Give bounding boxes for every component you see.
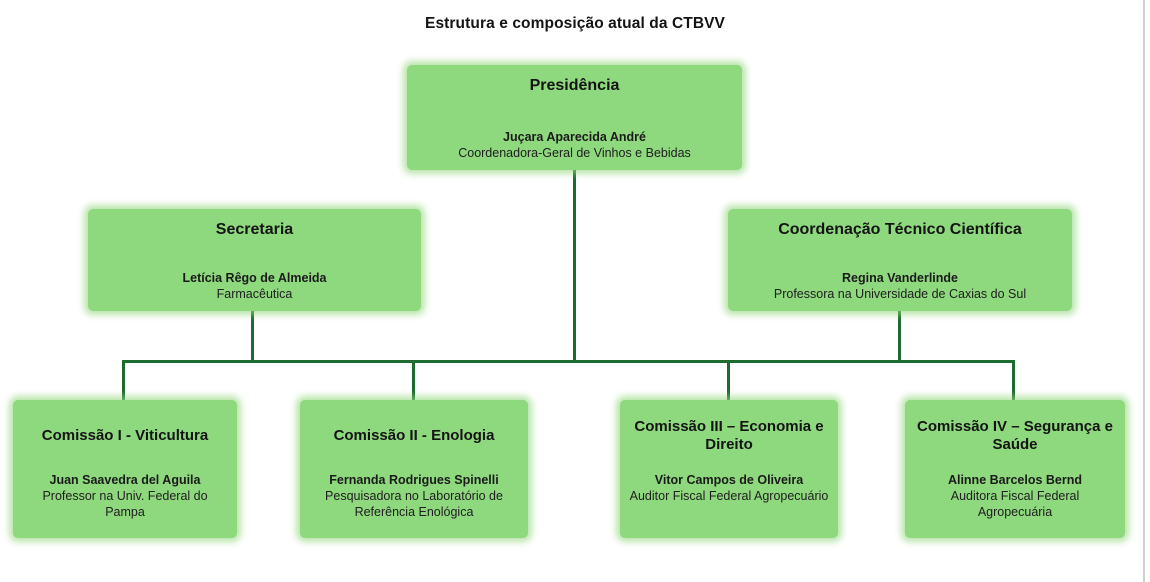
node-coordenacao-tecnico-cientifica: Coordenação Técnico Científica Regina Va… [728, 209, 1072, 311]
node-body: Juçara Aparecida André Coordenadora-Gera… [419, 129, 730, 161]
node-title: Comissão I - Viticultura [41, 427, 209, 444]
connector-drop-comissao-1 [122, 360, 125, 402]
node-presidencia: Presidência Juçara Aparecida André Coord… [407, 65, 742, 170]
node-person: Vitor Campos de Oliveira [654, 473, 804, 487]
node-role: Auditor Fiscal Federal Agropecuário [629, 489, 829, 503]
node-body: Vitor Campos de Oliveira Auditor Fiscal … [628, 472, 830, 504]
node-comissao-3-economia-direito: Comissão III – Economia e Direito Vitor … [620, 400, 838, 538]
connector-secretaria-riser [251, 311, 254, 362]
node-body: Fernanda Rodrigues Spinelli Pesquisadora… [308, 472, 520, 520]
node-body: Regina Vanderlinde Professora na Univers… [740, 270, 1060, 302]
connector-presidencia-riser [573, 170, 576, 363]
node-person: Alinne Barcelos Bernd [947, 473, 1083, 487]
node-title: Coordenação Técnico Científica [778, 221, 1022, 238]
connector-drop-comissao-4 [1012, 360, 1015, 402]
node-person: Juan Saavedra del Aguila [49, 473, 201, 487]
node-comissao-4-seguranca-saude: Comissão IV – Segurança e Saúde Alinne B… [905, 400, 1125, 538]
connector-drop-comissao-2 [412, 360, 415, 402]
page-title: Estrutura e composição atual da CTBVV [425, 15, 725, 32]
node-title: Presidência [529, 77, 620, 94]
node-role: Farmacêutica [216, 287, 293, 301]
node-body: Letícia Rêgo de Almeida Farmacêutica [100, 270, 409, 302]
node-person: Regina Vanderlinde [841, 271, 958, 285]
node-comissao-2-enologia: Comissão II - Enologia Fernanda Rodrigue… [300, 400, 528, 538]
node-role: Coordenadora-Geral de Vinhos e Bebidas [458, 146, 691, 160]
node-person: Fernanda Rodrigues Spinelli [329, 473, 499, 487]
connector-drop-comissao-3 [727, 360, 730, 402]
connector-coordenacao-riser [898, 311, 901, 362]
node-title: Comissão III – Economia e Direito [634, 418, 824, 453]
node-body: Alinne Barcelos Bernd Auditora Fiscal Fe… [913, 472, 1117, 520]
node-title: Secretaria [215, 221, 294, 238]
node-body: Juan Saavedra del Aguila Professor na Un… [21, 472, 229, 520]
node-role: Auditora Fiscal Federal Agropecuária [950, 489, 1080, 519]
node-role: Professora na Universidade de Caxias do … [773, 287, 1027, 301]
node-role: Professor na Univ. Federal do Pampa [42, 489, 208, 519]
node-role: Pesquisadora no Laboratório de Referênci… [325, 489, 503, 519]
node-secretaria: Secretaria Letícia Rêgo de Almeida Farma… [88, 209, 421, 311]
connector-horizontal-bar [122, 360, 1015, 363]
node-title: Comissão IV – Segurança e Saúde [917, 418, 1113, 453]
page-edge-right [1143, 0, 1145, 582]
node-person: Juçara Aparecida André [503, 130, 646, 144]
node-person: Letícia Rêgo de Almeida [182, 271, 327, 285]
node-comissao-1-viticultura: Comissão I - Viticultura Juan Saavedra d… [13, 400, 237, 538]
node-title: Comissão II - Enologia [333, 427, 495, 444]
